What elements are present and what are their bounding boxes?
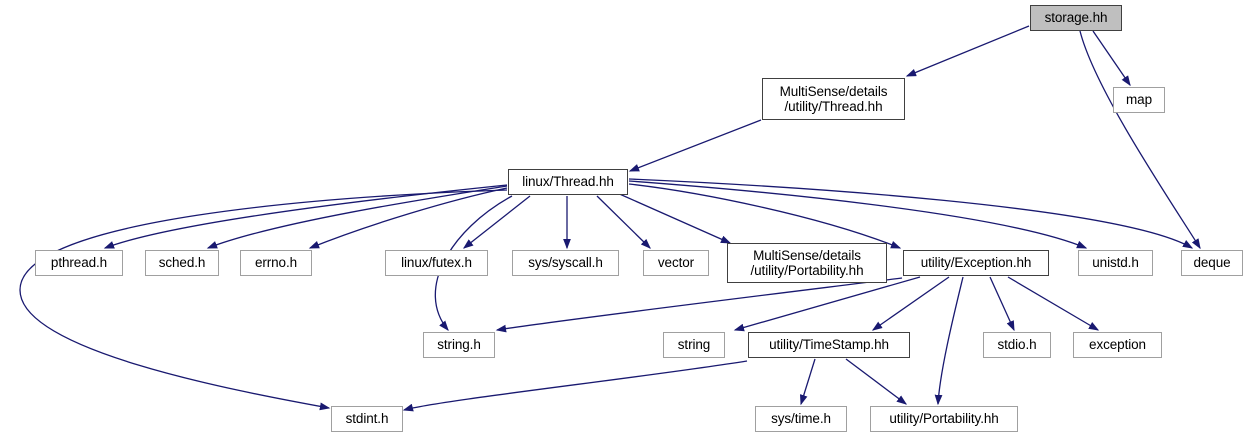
- graph-edge-exception_hh-to-stdio: [989, 276, 1015, 332]
- graph-edge-linux_thread-to-futex: [462, 195, 531, 249]
- graph-node-ms_thread[interactable]: MultiSense/details /utility/Thread.hh: [762, 78, 905, 120]
- graph-node-label: string.h: [437, 337, 481, 353]
- graph-edge-timestamp-to-stdint: [402, 360, 748, 412]
- graph-node-label: sys/syscall.h: [528, 255, 603, 271]
- graph-edge-linux_thread-to-exception_hh: [628, 183, 902, 249]
- graph-node-label: linux/Thread.hh: [522, 174, 614, 190]
- graph-edge-linux_thread-to-unistd: [628, 180, 1088, 249]
- graph-edge-timestamp-to-systime: [799, 358, 816, 406]
- graph-edge-linux_thread-to-errno: [308, 187, 508, 249]
- graph-node-label: string: [677, 337, 711, 353]
- graph-node-label: linux/futex.h: [401, 255, 472, 271]
- graph-edge-exception_hh-to-string_h: [495, 277, 903, 333]
- graph-node-syscall[interactable]: sys/syscall.h: [512, 250, 619, 276]
- graph-edge-linux_thread-to-vector: [596, 195, 651, 249]
- graph-node-map[interactable]: map: [1113, 87, 1165, 113]
- graph-node-string[interactable]: string: [663, 332, 725, 358]
- graph-node-label: MultiSense/details /utility/Portability.…: [750, 247, 864, 278]
- graph-node-pthread[interactable]: pthread.h: [35, 250, 123, 276]
- graph-edge-ms_thread-to-linux_thread: [628, 119, 762, 172]
- graph-edge-linux_thread-to-stdint: [19, 189, 508, 411]
- graph-node-label: unistd.h: [1092, 255, 1139, 271]
- graph-node-label: map: [1126, 92, 1152, 108]
- graph-node-label: sched.h: [158, 255, 206, 271]
- graph-node-label: stdint.h: [345, 411, 389, 427]
- graph-edge-exception_hh-to-timestamp: [871, 276, 950, 331]
- graph-node-label: exception: [1089, 337, 1146, 353]
- graph-node-errno[interactable]: errno.h: [240, 250, 312, 276]
- graph-edge-storage-to-map: [1092, 30, 1131, 87]
- graph-edge-storage-to-ms_thread: [905, 25, 1030, 77]
- graph-node-linux_thread[interactable]: linux/Thread.hh: [508, 169, 628, 195]
- graph-edge-linux_thread-to-deque: [628, 178, 1194, 249]
- graph-edge-storage-to-deque: [1079, 30, 1201, 250]
- graph-node-exception_hh[interactable]: utility/Exception.hh: [903, 250, 1049, 276]
- graph-node-stdio[interactable]: stdio.h: [983, 332, 1051, 358]
- graph-node-util_port[interactable]: utility/Portability.hh: [870, 406, 1018, 432]
- graph-edge-linux_thread-to-pthread: [103, 184, 508, 249]
- graph-edge-timestamp-to-util_port: [845, 358, 908, 405]
- graph-node-label: sys/time.h: [771, 411, 831, 427]
- graph-node-label: pthread.h: [50, 255, 108, 271]
- graph-edge-exception_hh-to-util_port: [934, 276, 964, 406]
- graph-edge-linux_thread-to-sched: [206, 185, 508, 249]
- graph-node-label: utility/TimeStamp.hh: [769, 337, 889, 353]
- graph-node-label: deque: [1193, 255, 1231, 271]
- graph-node-stdint[interactable]: stdint.h: [331, 406, 403, 432]
- graph-node-string_h[interactable]: string.h: [423, 332, 495, 358]
- graph-node-label: storage.hh: [1044, 10, 1108, 26]
- graph-node-timestamp[interactable]: utility/TimeStamp.hh: [748, 332, 910, 358]
- graph-node-sched[interactable]: sched.h: [145, 250, 219, 276]
- graph-node-label: errno.h: [254, 255, 298, 271]
- graph-node-label: utility/Portability.hh: [889, 411, 999, 427]
- graph-node-storage[interactable]: storage.hh: [1030, 5, 1122, 31]
- graph-node-ms_port[interactable]: MultiSense/details /utility/Portability.…: [727, 243, 887, 283]
- graph-node-deque[interactable]: deque: [1181, 250, 1243, 276]
- graph-node-vector[interactable]: vector: [643, 250, 709, 276]
- graph-edge-linux_thread-to-ms_port: [614, 191, 732, 244]
- graph-node-unistd[interactable]: unistd.h: [1078, 250, 1153, 276]
- graph-edge-exception_hh-to-exception_std: [1007, 276, 1100, 331]
- graph-node-futex[interactable]: linux/futex.h: [385, 250, 488, 276]
- graph-node-label: utility/Exception.hh: [920, 255, 1032, 271]
- graph-node-systime[interactable]: sys/time.h: [755, 406, 847, 432]
- graph-edge-exception_hh-to-string: [733, 276, 921, 332]
- graph-node-exception_std[interactable]: exception: [1073, 332, 1162, 358]
- graph-node-label: MultiSense/details /utility/Thread.hh: [779, 83, 888, 114]
- graph-node-label: vector: [657, 255, 695, 271]
- graph-node-label: stdio.h: [997, 337, 1037, 353]
